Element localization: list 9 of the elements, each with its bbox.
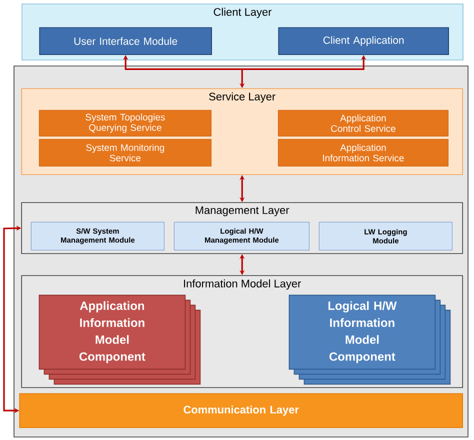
service-box: Application Control Service [278,110,448,136]
component-stack: Application Information Model Component [38,294,201,385]
module-box: User Interface Module [39,27,212,55]
service-box: System Topologies Querying Service [38,110,212,136]
component-stack: Logical H/W Information Model Component [288,294,451,385]
service-box: Application Information Service [278,138,448,166]
service-box: System Monitoring Service [38,138,212,166]
layer-bar: Communication Layer [19,393,463,428]
module-box: Client Application [278,27,449,55]
